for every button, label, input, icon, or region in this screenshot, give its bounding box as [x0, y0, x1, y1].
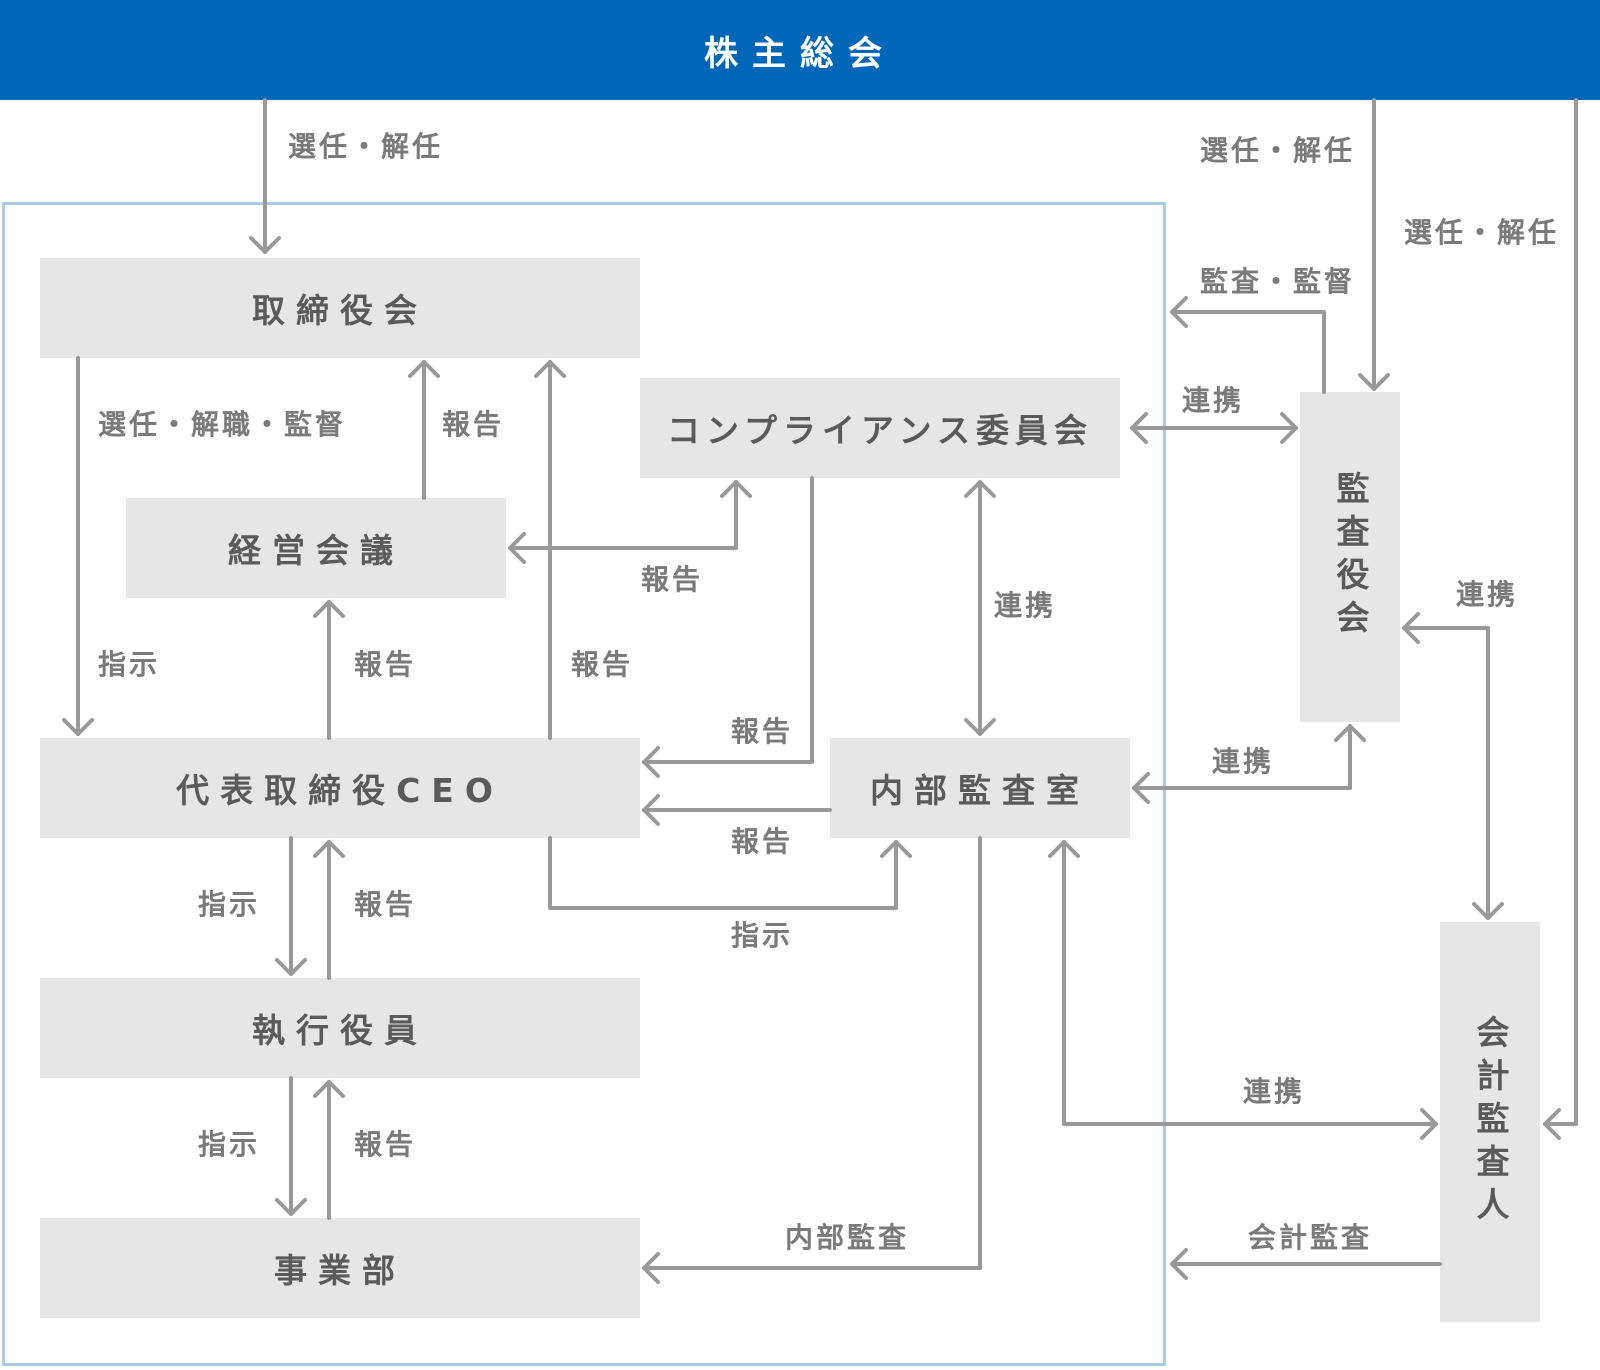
label-compliance-report-mgmt: 報告 — [641, 563, 704, 596]
label-internal-audit-div: 内部監査 — [785, 1221, 910, 1254]
shareholders-meeting-header: 株主総会 — [0, 0, 1600, 100]
label-coop-compliance-audit: 連携 — [1182, 384, 1245, 417]
company-frame — [2, 202, 1166, 1366]
label-elect-accounting: 選任・解任 — [1404, 216, 1560, 249]
label-exec-report-ceo: 報告 — [354, 888, 417, 921]
label-coop-auditboard-accounting: 連携 — [1456, 578, 1519, 611]
label-coop-internal-accounting: 連携 — [1243, 1075, 1306, 1108]
label-board-to-ceo: 選任・解職・監督 — [98, 408, 347, 441]
compliance-to-ceo-line — [642, 476, 814, 778]
label-exec-instruct-div: 指示 — [198, 1128, 261, 1161]
compliance-internal-audit-link — [964, 480, 996, 736]
accounting-audit-line — [1170, 1248, 1442, 1280]
management-compliance-link — [508, 480, 752, 564]
header-title: 株主総会 — [704, 33, 896, 74]
label-coop-internal-auditboard: 連携 — [1212, 745, 1275, 778]
business-division-box: 事業部 — [40, 1218, 640, 1318]
shareholders-to-board-line — [249, 98, 281, 254]
audit-board-box: 監査役会 — [1300, 392, 1400, 722]
ceo-to-management-line — [313, 600, 345, 740]
shareholders-to-audit-board-line — [1358, 98, 1390, 391]
label-ceo-instruct: 指示 — [98, 648, 161, 681]
ceo-to-executive-line — [275, 836, 307, 976]
board-of-directors-box: 取締役会 — [40, 258, 640, 358]
executive-to-division-line — [275, 1076, 307, 1216]
accounting-auditor-box: 会計監査人 — [1440, 922, 1540, 1322]
compliance-audit-board-link — [1130, 412, 1298, 444]
label-compliance-report-ceo: 報告 — [731, 715, 794, 748]
executive-officers-box: 執行役員 — [40, 978, 640, 1078]
internal-audit-audit-board-link — [1132, 724, 1366, 804]
label-ceo-report-mgmt: 報告 — [354, 648, 417, 681]
label-coop-compliance-internal: 連携 — [994, 589, 1057, 622]
label-accounting-audit: 会計監査 — [1248, 1221, 1373, 1254]
executive-to-ceo-line — [313, 840, 345, 980]
management-to-board-line — [408, 360, 440, 500]
label-ceo-instruct-exec: 指示 — [198, 888, 261, 921]
label-div-report-exec: 報告 — [354, 1128, 417, 1161]
compliance-committee-box: コンプライアンス委員会 — [640, 378, 1120, 478]
board-to-ceo-line — [62, 356, 94, 736]
shareholders-to-accounting-auditor-line — [1543, 98, 1578, 1140]
internal-audit-office-box: 内部監査室 — [830, 738, 1130, 838]
label-elect-board: 選任・解任 — [288, 130, 444, 163]
internal-audit-to-ceo-line — [642, 794, 832, 826]
division-to-executive-line — [313, 1080, 345, 1220]
internal-audit-to-division-line — [642, 836, 982, 1284]
ceo-to-internal-audit-line — [548, 836, 912, 910]
audit-board-accounting-auditor-link — [1402, 612, 1504, 920]
management-meeting-box: 経営会議 — [126, 498, 506, 598]
ceo-box: 代表取締役CEO — [40, 738, 640, 838]
label-internal-report-ceo: 報告 — [731, 825, 794, 858]
internal-audit-accounting-link — [1048, 840, 1438, 1140]
label-ceo-report-board: 報告 — [571, 648, 634, 681]
label-audit-supervise: 監査・監督 — [1200, 265, 1356, 298]
label-ceo-instruct-internal: 指示 — [731, 919, 794, 952]
label-elect-auditors: 選任・解任 — [1200, 134, 1356, 167]
label-mgmt-report-board: 報告 — [442, 408, 505, 441]
audit-board-supervise-line — [1170, 296, 1326, 394]
